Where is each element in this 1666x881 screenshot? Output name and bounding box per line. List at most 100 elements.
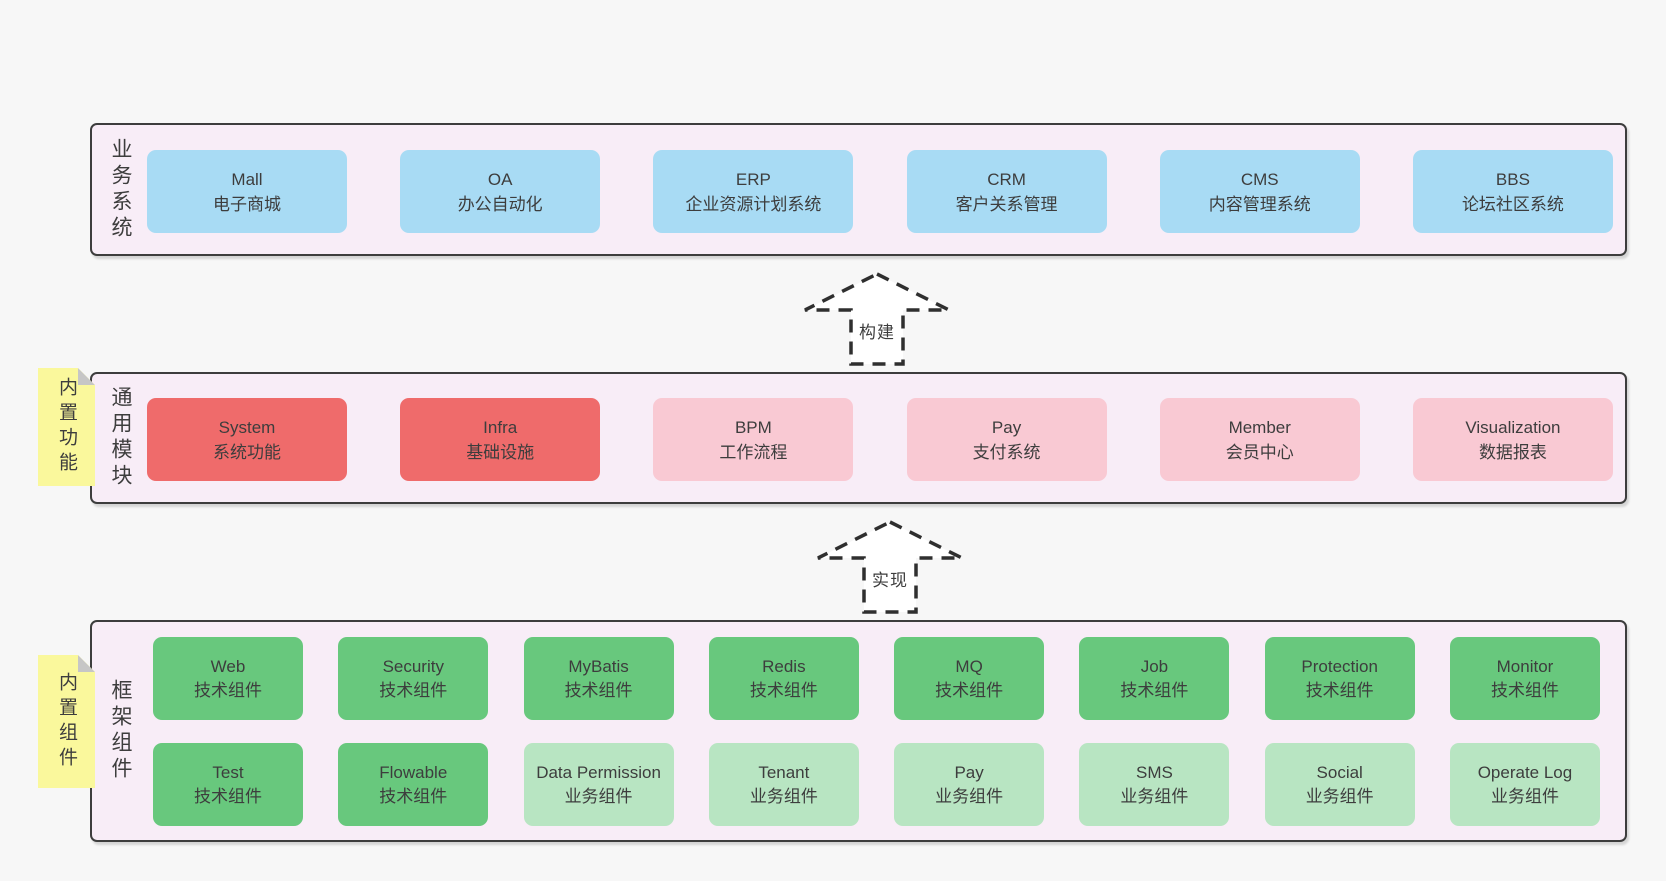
- box-mybatis: MyBatis 技术组件: [523, 637, 674, 720]
- band-framework-components: 框架组件 Web 技术组件 Security 技术组件 MyBatis 技术组件…: [90, 620, 1627, 842]
- modules-box-row: System 系统功能 Infra 基础设施 BPM 工作流程 Pay 支付系统…: [147, 398, 1613, 481]
- box-title: Monitor: [1496, 656, 1554, 676]
- box-title: Security: [382, 656, 444, 676]
- box-subtitle: 业务组件: [749, 786, 818, 806]
- box-title: Pay: [954, 762, 984, 782]
- box-protection: Protection 技术组件: [1264, 637, 1415, 720]
- box-bbs: BBS 论坛社区系统: [1412, 150, 1613, 233]
- box-mq: MQ 技术组件: [894, 637, 1045, 720]
- box-subtitle: 技术组件: [749, 680, 818, 700]
- box-web: Web 技术组件: [153, 637, 303, 720]
- box-operate-log: Operate Log 业务组件: [1449, 743, 1600, 826]
- box-title: MQ: [955, 656, 983, 676]
- box-title: Job: [1140, 656, 1169, 676]
- box-subtitle: 工作流程: [719, 442, 788, 462]
- box-subtitle: 业务组件: [1120, 786, 1189, 806]
- box-subtitle: 技术组件: [564, 680, 633, 700]
- box-title: Web: [210, 656, 246, 676]
- box-title: CRM: [987, 169, 1026, 189]
- box-subtitle: 技术组件: [379, 680, 448, 700]
- sticky-built-in-components: 内置组件: [38, 655, 95, 788]
- components-box-row-1: Web 技术组件 Security 技术组件 MyBatis 技术组件 Redi…: [153, 637, 1600, 720]
- box-subtitle: 技术组件: [1305, 680, 1374, 700]
- box-subtitle: 电子商城: [213, 194, 281, 214]
- box-subtitle: 技术组件: [194, 680, 262, 700]
- band-modules-label: 通用模块: [109, 386, 132, 490]
- box-subtitle: 论坛社区系统: [1461, 194, 1564, 214]
- box-social: Social 业务组件: [1264, 743, 1415, 826]
- box-subtitle: 企业资源计划系统: [685, 194, 822, 214]
- box-subtitle: 基础设施: [466, 442, 535, 462]
- box-title: Protection: [1301, 656, 1378, 676]
- box-crm: CRM 客户关系管理: [906, 150, 1107, 233]
- box-monitor: Monitor 技术组件: [1449, 637, 1600, 720]
- box-subtitle: 业务组件: [564, 786, 633, 806]
- box-oa: OA 办公自动化: [400, 150, 601, 233]
- box-title: Pay: [991, 417, 1022, 437]
- box-subtitle: 系统功能: [213, 442, 281, 462]
- box-title: System: [218, 417, 276, 437]
- business-box-row: Mall 电子商城 OA 办公自动化 ERP 企业资源计划系统 CRM 客户关系…: [147, 150, 1613, 233]
- box-visualization: Visualization 数据报表: [1412, 398, 1613, 481]
- box-tenant: Tenant 业务组件: [708, 743, 859, 826]
- arrow-implement: 实现: [810, 520, 970, 614]
- box-cms: CMS 内容管理系统: [1159, 150, 1360, 233]
- box-title: MyBatis: [568, 656, 629, 676]
- box-subtitle: 业务组件: [935, 786, 1004, 806]
- arrow-implement-label: 实现: [870, 566, 910, 591]
- box-pay-system: Pay 支付系统: [906, 398, 1107, 481]
- box-title: BPM: [734, 417, 772, 437]
- box-test: Test 技术组件: [153, 743, 303, 826]
- box-subtitle: 会员中心: [1225, 442, 1294, 462]
- box-system: System 系统功能: [147, 398, 347, 481]
- box-title: BBS: [1495, 169, 1530, 189]
- box-subtitle: 办公自动化: [457, 194, 543, 214]
- box-title: OA: [487, 169, 513, 189]
- arrow-build: 构建: [797, 272, 957, 366]
- box-subtitle: 客户关系管理: [955, 194, 1058, 214]
- band-components-label: 框架组件: [109, 679, 132, 783]
- box-job: Job 技术组件: [1079, 637, 1230, 720]
- band-business-systems: 业务系统 Mall 电子商城 OA 办公自动化 ERP 企业资源计划系统 CRM…: [90, 123, 1627, 256]
- arrow-build-label: 构建: [857, 318, 897, 343]
- box-title: Social: [1316, 762, 1363, 782]
- box-title: Infra: [483, 417, 518, 437]
- box-subtitle: 技术组件: [935, 680, 1004, 700]
- box-subtitle: 业务组件: [1490, 786, 1559, 806]
- box-subtitle: 技术组件: [194, 786, 262, 806]
- box-title: Operate Log: [1477, 762, 1573, 782]
- box-subtitle: 技术组件: [1120, 680, 1189, 700]
- box-subtitle: 技术组件: [1490, 680, 1559, 700]
- box-subtitle: 支付系统: [972, 442, 1041, 462]
- box-pay-component: Pay 业务组件: [894, 743, 1045, 826]
- components-box-row-2: Test 技术组件 Flowable 技术组件 Data Permission …: [153, 743, 1600, 826]
- box-title: Visualization: [1465, 417, 1561, 437]
- box-subtitle: 业务组件: [1305, 786, 1374, 806]
- box-bpm: BPM 工作流程: [653, 398, 854, 481]
- box-title: Member: [1228, 417, 1291, 437]
- box-title: ERP: [735, 169, 771, 189]
- box-data-permission: Data Permission 业务组件: [523, 743, 674, 826]
- box-title: Data Permission: [536, 762, 661, 782]
- box-title: Redis: [762, 656, 806, 676]
- box-title: CMS: [1240, 169, 1279, 189]
- box-title: Mall: [231, 169, 263, 189]
- box-flowable: Flowable 技术组件: [338, 743, 489, 826]
- box-subtitle: 技术组件: [379, 786, 448, 806]
- band-business-label: 业务系统: [109, 137, 132, 242]
- box-sms: SMS 业务组件: [1079, 743, 1230, 826]
- box-title: SMS: [1135, 762, 1173, 782]
- sticky-built-in-features: 内置功能: [38, 368, 95, 486]
- box-subtitle: 内容管理系统: [1208, 194, 1311, 214]
- box-title: Tenant: [758, 762, 810, 782]
- box-infra: Infra 基础设施: [400, 398, 601, 481]
- box-subtitle: 数据报表: [1478, 442, 1547, 462]
- box-member: Member 会员中心: [1159, 398, 1360, 481]
- box-mall: Mall 电子商城: [147, 150, 347, 233]
- box-security: Security 技术组件: [338, 637, 489, 720]
- box-title: Test: [212, 762, 244, 782]
- band-common-modules: 通用模块 System 系统功能 Infra 基础设施 BPM 工作流程 Pay…: [90, 372, 1627, 504]
- box-erp: ERP 企业资源计划系统: [653, 150, 854, 233]
- box-redis: Redis 技术组件: [708, 637, 859, 720]
